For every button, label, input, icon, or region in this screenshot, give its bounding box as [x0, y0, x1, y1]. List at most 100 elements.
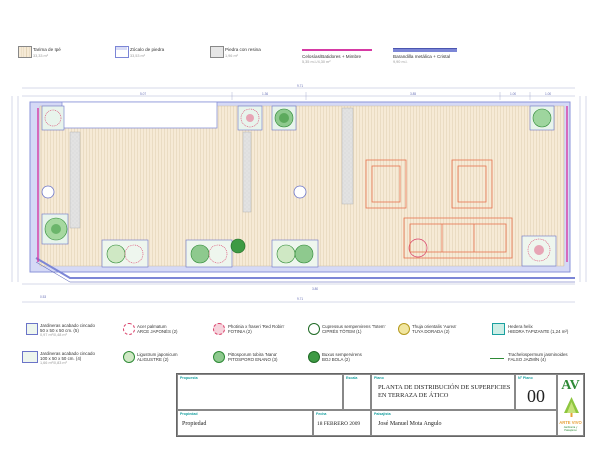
tb-plan-number: Nº Plano 00 — [515, 374, 557, 410]
acer-plant-icon — [123, 323, 135, 335]
planter — [41, 105, 65, 131]
planter — [185, 239, 233, 268]
svg-text:3.85: 3.85 — [410, 92, 416, 96]
legend-label: Zócalo de piedra — [130, 47, 165, 52]
legend-label: Photinia x fraseri 'Red Robin' — [228, 324, 285, 329]
legend-label: Tarima de Ipé — [33, 47, 61, 52]
legend-label: Acer palmatum — [137, 324, 167, 329]
legend-area: 9,90 m.l. — [393, 60, 408, 64]
thuja-plant-icon — [398, 323, 410, 335]
planter — [101, 239, 149, 268]
plan-title-line: Planta de distribución de superficies — [378, 384, 511, 391]
logo-mark: AV — [561, 378, 580, 393]
legend-photinia: Photinia x fraseri 'Red Robin' FOTINIA (… — [228, 324, 284, 334]
drain-icon — [41, 185, 55, 199]
tb-paisajista: Paisajista José Manuel Mota Angulo — [371, 410, 557, 436]
legend-label: Barandilla metálica + Cristal — [393, 54, 451, 59]
lattice-walls — [37, 106, 568, 262]
logo-tagline: Jardinería y Paisajismo — [563, 426, 578, 432]
legend-hedera: Hedera helix HIEDRA TAPIZANTE (1,24 m²) — [508, 324, 568, 334]
svg-text:9.71: 9.71 — [297, 84, 303, 88]
dimension-texts: 5.07 1.36 9.71 3.85 1.00 1.00 9.71 3.80 … — [40, 84, 551, 301]
legend-label: Ligustrum japonicum — [137, 352, 178, 357]
legend-sub: HIEDRA TAPIZANTE (1,24 m²) — [508, 329, 569, 334]
date-value: 18 FEBRERO 2009 — [317, 421, 361, 427]
tb-label: Paisajista — [374, 412, 391, 416]
svg-text:1.00: 1.00 — [545, 92, 551, 96]
tb-label: Fecha — [316, 412, 327, 416]
tb-label: Propiedad — [180, 412, 198, 416]
legend-label: Jardineras acabado cincado — [40, 323, 95, 328]
planter — [271, 105, 297, 131]
photinia-plant-icon — [213, 323, 225, 335]
plan-number: 00 — [527, 386, 545, 406]
legend-sub: FALSO JAZMÍN (4) — [508, 357, 546, 362]
tb-propiedad: Propiedad Propiedad — [177, 410, 313, 436]
legend-ligustrum: Ligustrum japonicum ALIGUSTRE (2) — [137, 352, 178, 362]
sofa — [365, 159, 513, 259]
planter — [41, 213, 69, 245]
tb-label: Escala — [346, 376, 358, 380]
landscaper-value: José Manuel Mota Angulo — [378, 421, 442, 427]
legend-planter-small: Jardineras acabado cincado 50 x 50 x 50 … — [40, 323, 95, 338]
legend-sub: PITOSPORO ENANO (3) — [228, 357, 278, 362]
dimension-lines — [11, 87, 587, 303]
roof-block — [61, 101, 218, 129]
plant-legend: Jardineras acabado cincado 50 x 50 x 50 … — [0, 318, 600, 368]
planter — [529, 105, 555, 131]
tb-label: Propuesta — [180, 376, 198, 380]
tb-fecha: Fecha 18 FEBRERO 2009 — [313, 410, 371, 436]
railing — [35, 257, 575, 279]
resin-stone-swatch-icon — [210, 46, 224, 58]
plan-title-line: en terraza de ático — [378, 392, 449, 399]
legend-area: 1,96 m² — [225, 54, 238, 58]
title-block: Propuesta Escala Plano Planta de distrib… — [176, 373, 585, 437]
svg-text:0.53: 0.53 — [40, 295, 46, 299]
legend-jasmine: Trachelospermum jasminoides FALSO JAZMÍN… — [508, 352, 568, 362]
resin-stone-strip — [69, 131, 81, 229]
railing-line-icon — [393, 48, 457, 52]
legend-planter-large: Jardineras acabado cincado 100 x 50 x 50… — [40, 351, 95, 366]
legend-cypress: Cupressus sempervirens 'Totem' CIPRÉS TÓ… — [322, 324, 385, 334]
planter-small-icon — [26, 323, 38, 335]
legend-area: 33,53 m² — [130, 54, 145, 58]
planter — [237, 105, 263, 131]
tb-plano: Plano Planta de distribución de superfic… — [371, 374, 515, 410]
legend-label: Hedera helix — [508, 324, 533, 329]
planter-large-icon — [22, 351, 38, 363]
jasmine-plant-icon — [490, 354, 504, 359]
logo-name: ARTE VIVO — [559, 420, 582, 425]
legend-label: Trachelospermum jasminoides — [508, 352, 568, 357]
stone-base-swatch-fill — [116, 47, 127, 50]
legend-label: Buxus sempervirens — [322, 352, 362, 357]
legend-area: 5,35 m.l./4,30 m² — [302, 60, 331, 64]
resin-stone-strip — [242, 131, 252, 213]
legend-label: Piedra con resina — [225, 47, 261, 52]
logo-tree-icon — [564, 397, 579, 417]
legend-buxus: Buxus sempervirens BOJ BOLA (2) — [322, 352, 362, 362]
legend-label: Thuja orientalis 'Aurea' — [412, 324, 457, 329]
planter — [271, 239, 319, 268]
resin-stone-strip — [341, 107, 354, 205]
svg-text:1.00: 1.00 — [510, 92, 516, 96]
legend-sub: ALIGUSTRE (2) — [137, 357, 169, 362]
legend-area: 0,97 m²/0,48 m³ — [40, 333, 67, 337]
legend-thuja: Thuja orientalis 'Aurea' TUYA DORADA (2) — [412, 324, 456, 334]
legend-sub: BOJ BOLA (2) — [322, 357, 350, 362]
tb-label: Plano — [374, 376, 384, 380]
legend-sub: 50 x 50 x 50 cm. (5) — [40, 328, 79, 333]
lattice-line-icon — [302, 49, 372, 51]
svg-text:3.80: 3.80 — [312, 287, 318, 291]
legend-acer: Acer palmatum ARCE JAPONÉS (2) — [137, 324, 178, 334]
drain-icon — [293, 185, 307, 199]
ligustrum-plant-icon — [123, 351, 135, 363]
top-legend: Tarima de Ipé 33,33 m² Zócalo de piedra … — [0, 44, 600, 74]
legend-area: 1,66 m²/0,83 m³ — [40, 361, 67, 365]
buxus-plant-icon — [308, 351, 320, 363]
property-value: Propiedad — [182, 421, 207, 427]
legend-sub: CIPRÉS TÓTEM (1) — [322, 329, 362, 334]
legend-area: 33,33 m² — [33, 54, 48, 58]
buxus-plant — [230, 238, 246, 254]
deck-swatch-icon — [18, 46, 32, 58]
legend-label: Jardineras acabado cincado — [40, 351, 95, 356]
